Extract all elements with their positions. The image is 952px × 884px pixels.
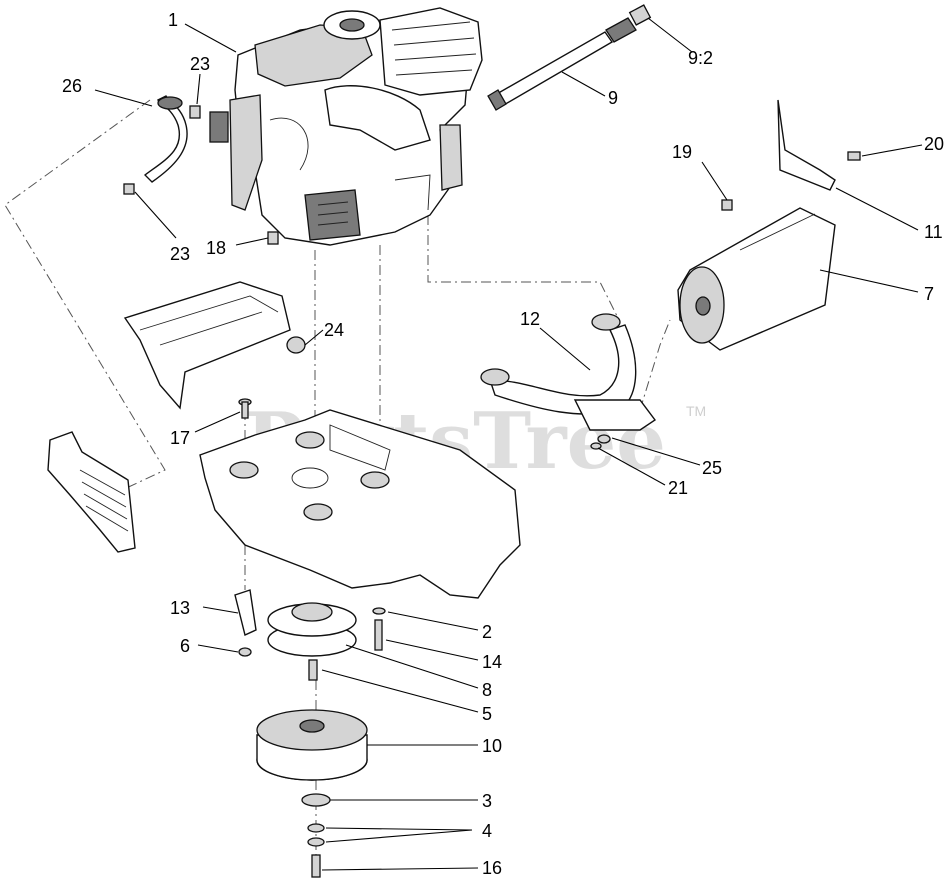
muffler-bracket bbox=[721, 99, 861, 211]
bracket-shield bbox=[123, 281, 306, 410]
muffler bbox=[677, 207, 836, 351]
callout-2: 2 bbox=[482, 622, 492, 642]
callout-9-2: 9:2 bbox=[688, 48, 713, 68]
callout-9: 9 bbox=[608, 88, 618, 108]
electric-clutch bbox=[256, 709, 368, 781]
callout-24: 24 bbox=[324, 320, 344, 340]
pto-pulley bbox=[267, 602, 357, 681]
washers-and-bolt bbox=[238, 398, 611, 878]
callout-6: 6 bbox=[180, 636, 190, 656]
callout-21: 21 bbox=[668, 478, 688, 498]
callout-4: 4 bbox=[482, 821, 492, 841]
breather-tube bbox=[123, 95, 279, 245]
callout-3: 3 bbox=[482, 791, 492, 811]
callout-14: 14 bbox=[482, 652, 502, 672]
watermark-trademark: TM bbox=[686, 403, 706, 419]
callout-12: 12 bbox=[520, 309, 540, 329]
pulley-bracket bbox=[234, 589, 386, 657]
callout-10: 10 bbox=[482, 736, 502, 756]
callout-11: 11 bbox=[924, 222, 943, 242]
callout-labels: 1 23 26 23 18 9:2 9 19 20 11 7 12 24 17 … bbox=[62, 10, 944, 878]
callout-8: 8 bbox=[482, 680, 492, 700]
mounting-plate bbox=[199, 409, 521, 599]
callout-23-bottom: 23 bbox=[170, 244, 190, 264]
callout-7: 7 bbox=[924, 284, 934, 304]
callout-13: 13 bbox=[170, 598, 190, 618]
callout-25: 25 bbox=[702, 458, 722, 478]
callout-17: 17 bbox=[170, 428, 190, 448]
callout-1: 1 bbox=[168, 10, 178, 30]
fuel-line-hose bbox=[487, 4, 652, 111]
callout-26: 26 bbox=[62, 76, 82, 96]
callout-5: 5 bbox=[482, 704, 492, 724]
side-guard bbox=[47, 431, 136, 553]
callout-18: 18 bbox=[206, 238, 226, 258]
callout-23-top: 23 bbox=[190, 54, 210, 74]
exhaust-pipe bbox=[480, 313, 657, 431]
callout-20: 20 bbox=[924, 134, 944, 154]
callout-16: 16 bbox=[482, 858, 502, 878]
engine-assembly bbox=[209, 7, 483, 246]
leader-lines bbox=[94, 17, 923, 871]
callout-19: 19 bbox=[672, 142, 692, 162]
